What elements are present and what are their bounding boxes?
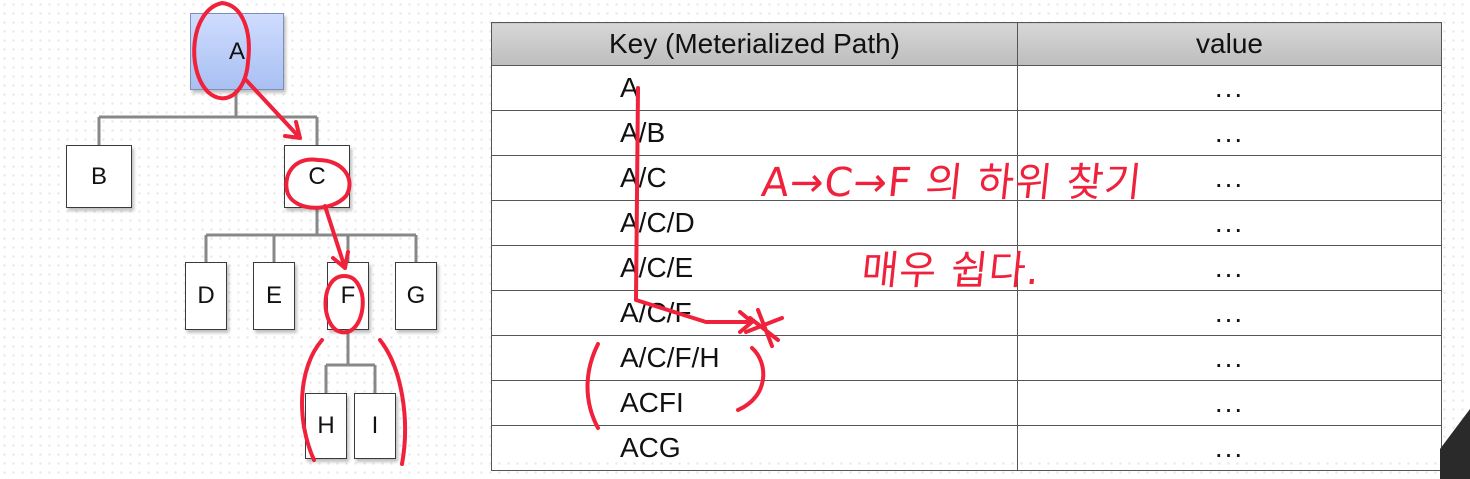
value-cell: ... (1017, 380, 1442, 426)
tree-node-label: E (265, 282, 282, 309)
tree-node-b: B (66, 145, 132, 208)
value-cell: ... (1017, 65, 1442, 111)
tree-node-label: G (406, 282, 426, 309)
key-cell: ACFI (491, 380, 1018, 426)
value-cell: ... (1017, 290, 1442, 336)
key-column-header: Key (Meterialized Path) (491, 22, 1018, 66)
table-row: ACG... (491, 425, 1442, 471)
tree-connectors (97, 90, 418, 393)
key-cell: A (491, 65, 1018, 111)
tree-node-d: D (185, 262, 227, 330)
tree-node-label: C (308, 162, 326, 190)
table-row: A/C... (491, 155, 1442, 201)
annotation-note-find-descendants: A→C→F 의 하위 찾기 (759, 160, 1145, 206)
tree-node-a: A (190, 13, 284, 90)
value-cell: ... (1017, 200, 1442, 246)
tree-node-label: B (90, 162, 107, 190)
key-cell: A/C/F/H (491, 335, 1018, 381)
table-row: A/C/F/H... (491, 335, 1442, 381)
value-cell: ... (1017, 155, 1442, 201)
tree-node-label: A (228, 37, 245, 65)
table-row: A/C/D... (491, 200, 1442, 246)
tree-node-label: F (340, 282, 356, 309)
corner-shape (1440, 409, 1470, 479)
table-row: A... (491, 65, 1442, 111)
tree-node-f: F (327, 262, 369, 330)
path-table: Key (Meterialized Path) value A... A/B..… (491, 22, 1442, 471)
tree-node-e: E (253, 262, 295, 330)
value-column-header: value (1017, 22, 1442, 66)
tree-node-h: H (305, 393, 347, 459)
materialized-path-table: Key (Meterialized Path) value A... A/B..… (491, 22, 1442, 471)
key-cell: A/B (491, 110, 1018, 156)
key-cell: A/C/F (491, 290, 1018, 336)
value-cell: ... (1017, 335, 1442, 381)
table-header-row: Key (Meterialized Path) value (491, 22, 1442, 66)
key-cell: ACG (491, 425, 1018, 471)
table-row: A/C/F... (491, 290, 1442, 336)
key-cell: A/C (491, 155, 1018, 201)
tree-node-label: I (371, 412, 379, 439)
value-cell: ... (1017, 245, 1442, 291)
tree-node-g: G (395, 262, 437, 330)
table-row: ACFI... (491, 380, 1442, 426)
value-cell: ... (1017, 110, 1442, 156)
tree-node-label: H (317, 412, 335, 439)
annotation-note-very-easy: 매우 쉽다. (859, 248, 1043, 294)
table-row: A/B... (491, 110, 1442, 156)
tree-node-c: C (284, 145, 350, 208)
tree-node-i: I (354, 393, 396, 459)
value-cell: ... (1017, 425, 1442, 471)
tree-node-label: D (197, 282, 215, 309)
